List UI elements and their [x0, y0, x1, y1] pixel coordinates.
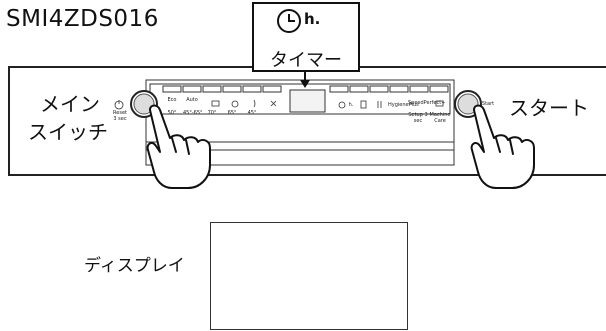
- program-button-1[interactable]: [162, 85, 182, 93]
- option-button-4[interactable]: [389, 85, 409, 93]
- program-temp-5: 45°: [247, 110, 257, 116]
- option-button-6[interactable]: [429, 85, 449, 93]
- main-switch-label-line1: メイン: [40, 92, 100, 116]
- option-sublabel-setup: Setup 3 sec: [408, 112, 428, 124]
- power-reset-label: Reset 3 sec: [113, 110, 127, 122]
- program-label-2: Auto: [186, 97, 198, 103]
- panel-icons: [211, 99, 444, 109]
- timer-pointer-arrowhead: [300, 80, 310, 88]
- display-panel: h:01: [210, 222, 408, 330]
- option-button-5[interactable]: [409, 85, 429, 93]
- program-buttons-row: [162, 85, 449, 93]
- program-button-5[interactable]: [242, 85, 262, 93]
- main-switch-label: メイン スイッチ: [28, 90, 108, 146]
- program-button-2[interactable]: [182, 85, 202, 93]
- timer-label: タイマー: [270, 50, 342, 71]
- program-icon-circle: [231, 100, 239, 108]
- program-temp-3: 70°: [207, 110, 217, 116]
- timer-callout: h. タイマー: [252, 2, 360, 72]
- option-button-1[interactable]: [329, 85, 349, 93]
- start-label: スタート: [509, 96, 589, 120]
- option-label-speed: SpeedPerfect+: [408, 100, 446, 106]
- right-hand-illustration: [470, 104, 535, 189]
- option-label-timer: h.: [348, 102, 354, 108]
- display-label: ディスプレイ: [84, 256, 185, 276]
- option-button-3[interactable]: [369, 85, 389, 93]
- program-temp-4: 65°: [227, 110, 237, 116]
- program-button-3[interactable]: [202, 85, 222, 93]
- timer-symbol: h.: [304, 10, 321, 28]
- program-button-4[interactable]: [222, 85, 242, 93]
- program-icon-glass: [253, 99, 256, 108]
- program-temp-2: 45°-65°: [183, 110, 203, 116]
- left-hand-illustration: [146, 104, 211, 189]
- program-icon-rinse: [270, 100, 277, 107]
- start-button-face: [457, 93, 479, 115]
- option-sublabel-machine-care: Machine Care: [429, 112, 451, 124]
- display-readout-text: h:01: [211, 223, 212, 224]
- model-number: SMI4ZDS016: [6, 6, 159, 32]
- timer-panel-icon: [338, 101, 346, 109]
- machine-care-icon: [435, 100, 444, 107]
- panel-display-window: [289, 89, 326, 113]
- option-icon-extradry: [377, 101, 382, 108]
- option-label-hygiene: HygienePlus: [388, 102, 419, 108]
- main-switch-button-face: [133, 93, 155, 115]
- start-button-text: Start: [481, 101, 495, 107]
- program-label-1: Eco: [167, 97, 177, 103]
- program-button-6[interactable]: [262, 85, 282, 93]
- option-button-2[interactable]: [349, 85, 369, 93]
- option-icon-halfload: [360, 100, 367, 109]
- main-switch-label-line2: スイッチ: [28, 120, 108, 144]
- program-temp-1: 50°: [167, 110, 177, 116]
- program-icon-pot: [211, 100, 220, 107]
- clock-icon: [277, 9, 301, 33]
